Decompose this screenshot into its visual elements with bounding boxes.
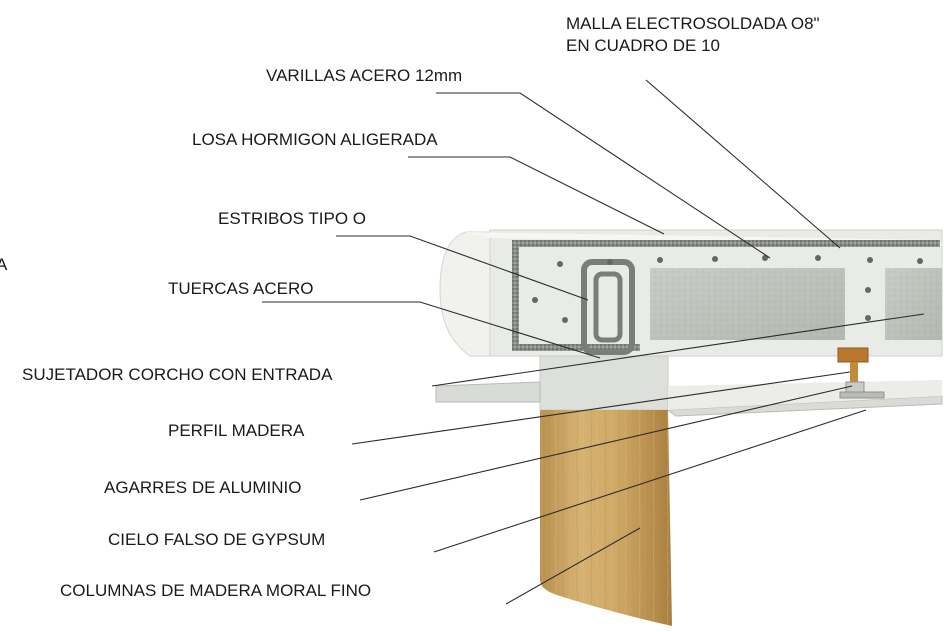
label-cielo: CIELO FALSO DE GYPSUM — [108, 530, 326, 549]
label-left-fragment: A — [0, 255, 8, 274]
leader-losa — [408, 156, 665, 235]
label-perfil: PERFIL MADERA — [168, 421, 305, 440]
leader-tuercas — [262, 301, 601, 359]
rebar-dot — [657, 257, 663, 263]
rebar-dot — [865, 287, 871, 293]
label-columnas: COLUMNAS DE MADERA MORAL FINO — [60, 581, 372, 600]
rebar-dot — [562, 317, 568, 323]
label-tuercas: TUERCAS ACERO — [168, 279, 314, 298]
threaded-rod — [850, 362, 858, 384]
leader-cielo — [433, 409, 867, 553]
wood-column-grain — [540, 410, 672, 626]
block-1-texture — [650, 268, 845, 340]
label-malla-line1: MALLA ELECTROSOLDADA O8" — [566, 14, 820, 33]
leader-varillas — [436, 92, 771, 259]
label-varillas: VARILLAS ACERO 12mm — [266, 66, 463, 85]
gypsum-panel-right-top — [668, 380, 942, 410]
rebar-dot — [607, 259, 613, 265]
rebar-dot — [815, 255, 821, 261]
leader-lines — [262, 79, 925, 605]
left-vertical-bar — [512, 244, 519, 348]
label-sujetador: SUJETADOR CORCHO CON ENTRADA — [22, 365, 333, 384]
leader-estribos — [336, 235, 589, 301]
leader-agarres — [359, 385, 853, 501]
rebar-dot — [762, 255, 768, 261]
rebar-dot — [557, 261, 563, 267]
bottom-bar — [512, 344, 640, 351]
aluminium-grip-base — [839, 391, 885, 399]
label-estribos: ESTRIBOS TIPO O — [218, 209, 366, 228]
beam-block — [539, 355, 669, 411]
reinforcement — [512, 240, 940, 355]
leader-columnas — [505, 527, 641, 605]
label-malla-line2: EN CUADRO DE 10 — [566, 36, 720, 55]
rebar-dot — [532, 297, 538, 303]
leader-malla — [645, 79, 841, 249]
stirrup-inner — [593, 271, 623, 343]
lightweight-blocks — [650, 268, 942, 340]
leader-perfil — [351, 371, 851, 445]
rebar-dot — [865, 315, 871, 321]
rebar-dot — [712, 256, 718, 262]
cork-holder — [837, 347, 869, 363]
rebar-dot — [867, 257, 873, 263]
leader-sujetador — [431, 313, 925, 387]
top-mesh-bar — [512, 240, 940, 247]
gypsum-panel-left — [435, 381, 541, 403]
label-agarres: AGARRES DE ALUMINIO — [104, 478, 302, 497]
block-2-texture — [885, 268, 942, 340]
label-losa: LOSA HORMIGON ALIGERADA — [192, 130, 438, 149]
rebar-dot — [917, 258, 923, 264]
